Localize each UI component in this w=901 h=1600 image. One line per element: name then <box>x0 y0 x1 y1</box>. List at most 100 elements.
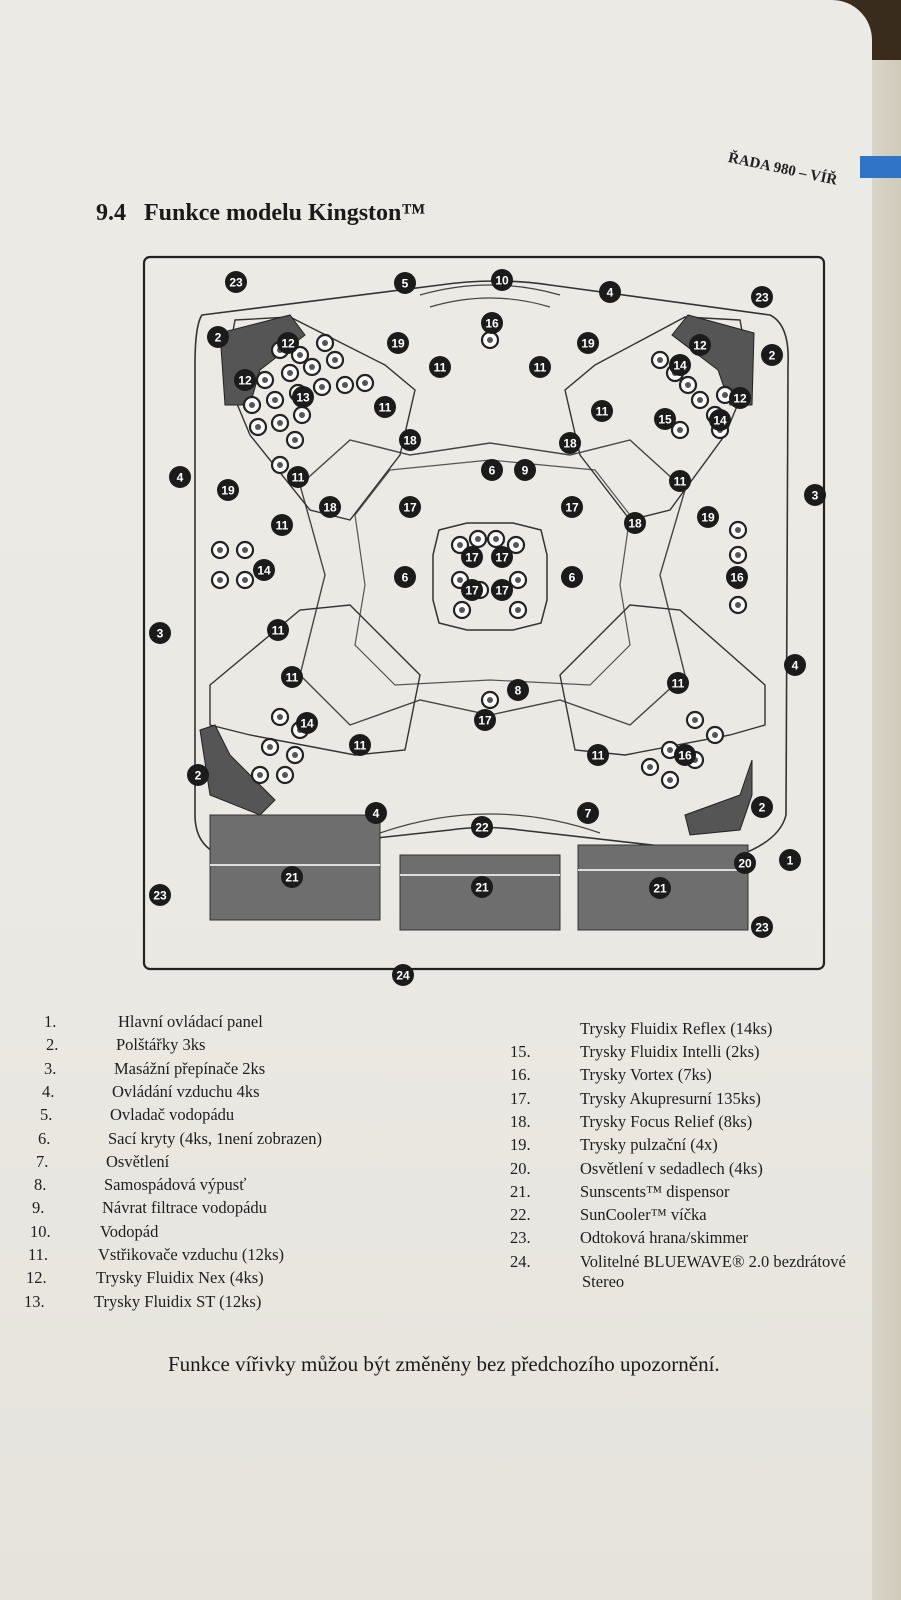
legend-number: 21. <box>510 1181 531 1201</box>
sunscents-dispensers <box>209 814 749 931</box>
callout-badge <box>287 466 309 488</box>
jet-symbol-center <box>217 577 223 583</box>
callout-number: 21 <box>475 881 489 895</box>
callout-badge <box>399 429 421 451</box>
callout-21: 21 <box>649 877 671 899</box>
jet-symbol-center <box>282 772 288 778</box>
callout-number: 9 <box>522 464 529 478</box>
callout-number: 20 <box>738 857 752 871</box>
callout-number: 11 <box>674 475 687 489</box>
legend-text: Ovládání vzduchu 4ks <box>112 1081 260 1101</box>
callout-number: 11 <box>434 361 447 375</box>
callout-3: 3 <box>149 622 171 644</box>
callout-number: 19 <box>391 337 405 351</box>
callout-12: 12 <box>689 334 711 356</box>
callout-6: 6 <box>561 566 583 588</box>
callout-number: 23 <box>755 291 769 305</box>
callout-badge <box>267 619 289 641</box>
legend-text: Trysky Vortex (7ks) <box>580 1065 712 1085</box>
legend-text: Trysky Fluidix ST (12ks) <box>94 1291 262 1311</box>
jet-symbol-center <box>647 764 653 770</box>
legend-text: Polštářky 3ks <box>116 1035 206 1055</box>
callout-badge <box>471 876 493 898</box>
callout-badge <box>709 409 731 431</box>
callout-11: 11 <box>271 514 293 536</box>
callout-16: 16 <box>481 312 503 334</box>
legend-text: SunCooler™ víčka <box>580 1205 707 1225</box>
callout-number: 21 <box>653 882 667 896</box>
callout-18: 18 <box>319 496 341 518</box>
callout-number: 11 <box>292 471 305 485</box>
callout-18: 18 <box>624 512 646 534</box>
callout-10: 10 <box>491 269 513 291</box>
callout-14: 14 <box>669 354 691 376</box>
callout-number: 11 <box>534 361 547 375</box>
jet-symbol-center <box>332 357 338 363</box>
callout-badge <box>387 332 409 354</box>
callout-badge <box>207 326 229 348</box>
callout-badge <box>514 459 536 481</box>
legend-number: 1. <box>44 1012 57 1031</box>
callout-number: 11 <box>379 401 392 415</box>
jet-symbol-center <box>692 717 698 723</box>
callout-badge <box>491 579 513 601</box>
jet-symbol-center <box>255 424 261 430</box>
jet-symbol-center <box>262 377 268 383</box>
legend-number: 16. <box>510 1065 531 1085</box>
callout-2: 2 <box>761 344 783 366</box>
callout-number: 12 <box>733 392 747 406</box>
callout-badge <box>169 466 191 488</box>
callout-badge <box>281 666 303 688</box>
jet-symbol-center <box>287 370 293 376</box>
callout-number: 11 <box>276 519 289 533</box>
legend-text: Návrat filtrace vodopádu <box>102 1198 267 1218</box>
legend-text: Volitelné BLUEWAVE® 2.0 bezdrátové <box>580 1251 846 1271</box>
callout-12: 12 <box>234 369 256 391</box>
callout-badge <box>491 269 513 291</box>
callout-badge <box>296 712 318 734</box>
callout-number: 11 <box>286 671 299 685</box>
callout-badge <box>561 566 583 588</box>
callout-14: 14 <box>709 409 731 431</box>
callout-17: 17 <box>491 579 513 601</box>
callout-number: 19 <box>701 511 715 525</box>
callout-18: 18 <box>559 432 581 454</box>
callout-badge <box>689 334 711 356</box>
callout-4: 4 <box>169 466 191 488</box>
callout-number: 11 <box>596 405 609 419</box>
legend-text: Vstřikovače vzduchu (12ks) <box>98 1245 285 1264</box>
callout-badge <box>491 546 513 568</box>
callout-8: 8 <box>507 679 529 701</box>
callout-number: 11 <box>672 677 685 691</box>
legend-text: Odtoková hrana/skimmer <box>580 1228 749 1248</box>
jet-symbol-center <box>487 337 493 343</box>
callout-14: 14 <box>253 559 275 581</box>
callout-23: 23 <box>751 916 773 938</box>
callout-number: 21 <box>285 871 299 885</box>
legend-number: 15. <box>510 1042 531 1061</box>
callout-badge <box>271 514 293 536</box>
section-number: 9.4 <box>96 200 126 226</box>
callout-22: 22 <box>471 816 493 838</box>
callout-number: 2 <box>759 801 766 815</box>
jet-symbol-center <box>667 777 673 783</box>
callout-number: 23 <box>755 921 769 935</box>
legend-number: 23. <box>510 1228 531 1248</box>
legend-text: Osvětlení v sedadlech (4ks) <box>580 1158 763 1178</box>
callout-number: 16 <box>730 571 744 585</box>
callout-number: 11 <box>592 749 605 763</box>
callout-badge <box>374 396 396 418</box>
callout-badge <box>751 796 773 818</box>
callout-number: 18 <box>563 437 577 451</box>
legend-number: 18. <box>510 1111 531 1131</box>
callout-badge <box>149 884 171 906</box>
legend-number: 5. <box>40 1105 53 1125</box>
callout-number: 11 <box>272 624 285 638</box>
callout-11: 11 <box>267 619 289 641</box>
jet-symbol-center <box>362 380 368 386</box>
callout-20: 20 <box>734 852 756 874</box>
callout-badge <box>149 622 171 644</box>
legend-text: Sací kryty (4ks, 1není zobrazen) <box>108 1128 322 1148</box>
